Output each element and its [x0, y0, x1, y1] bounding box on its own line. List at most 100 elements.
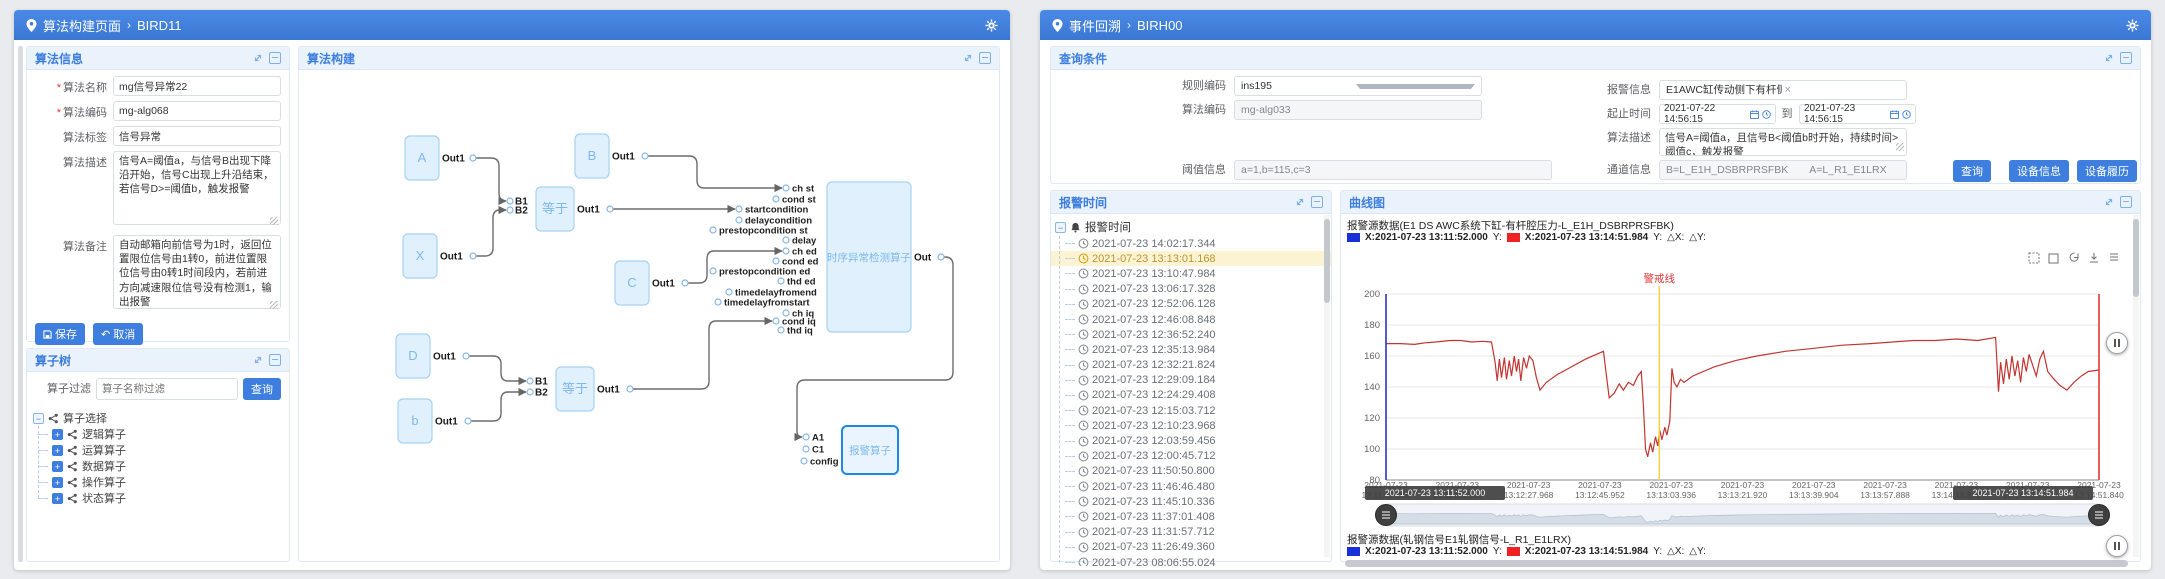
- line-chart[interactable]: 200180160140120100802021-07-2313:11:52.0…: [1341, 248, 2136, 530]
- horizontal-scrollbar[interactable]: [1345, 560, 2128, 567]
- input-port[interactable]: [715, 299, 721, 305]
- alarm-time-item[interactable]: 2021-07-23 14:02:17.344: [1051, 236, 1331, 251]
- tree-expand-box[interactable]: +: [52, 461, 63, 472]
- alarm-time-item[interactable]: 2021-07-23 12:35:13.984: [1051, 342, 1331, 357]
- flow-edge[interactable]: [468, 392, 526, 421]
- input-port[interactable]: [773, 258, 779, 264]
- end-time-input[interactable]: 2021-07-23 14:56:15: [1799, 104, 1916, 124]
- input-port[interactable]: [710, 227, 716, 233]
- input-port[interactable]: [736, 206, 742, 212]
- expand-icon[interactable]: [2104, 53, 2114, 63]
- algo-desc-textarea[interactable]: [1659, 128, 1907, 156]
- sidebar-item-运算算子[interactable]: +运算算子: [33, 442, 283, 458]
- tree-expand-box[interactable]: +: [52, 429, 63, 440]
- algorithm-flow-canvas[interactable]: AOut1BOut1XOut1COut1DOut1bOut1等于Out1B1B2…: [299, 70, 999, 562]
- output-port[interactable]: [682, 280, 688, 286]
- flow-edge[interactable]: [630, 321, 772, 389]
- input-port[interactable]: [783, 248, 789, 254]
- sidebar-item-数据算子[interactable]: +数据算子: [33, 458, 283, 474]
- chart-scrollbar[interactable]: [2133, 215, 2139, 557]
- alarm-scrollbar[interactable]: [1324, 215, 1330, 557]
- collapse-icon[interactable]: [1311, 196, 1323, 208]
- alarm-time-item[interactable]: 2021-07-23 12:46:08.848: [1051, 312, 1331, 327]
- sidebar-item-操作算子[interactable]: +操作算子: [33, 474, 283, 490]
- input-port[interactable]: [778, 278, 784, 284]
- alarm-time-item[interactable]: 2021-07-23 12:10:23.968: [1051, 418, 1331, 433]
- collapsed-sidebar-strip[interactable]: [18, 46, 23, 562]
- output-port[interactable]: [607, 206, 613, 212]
- output-port[interactable]: [463, 353, 469, 359]
- input-port[interactable]: [803, 434, 809, 440]
- tree-collapse-box[interactable]: −: [33, 413, 44, 424]
- tree-root-operator-select[interactable]: −算子选择: [33, 410, 283, 426]
- flow-edge[interactable]: [466, 356, 526, 381]
- input-port[interactable]: [507, 198, 513, 204]
- output-port[interactable]: [627, 386, 633, 392]
- input-port[interactable]: [773, 196, 779, 202]
- collapse-icon[interactable]: [2120, 196, 2132, 208]
- alarm-time-item[interactable]: 2021-07-23 12:15:03.712: [1051, 403, 1331, 418]
- gear-icon[interactable]: [985, 19, 998, 32]
- alarm-time-item[interactable]: 2021-07-23 13:10:47.984: [1051, 266, 1331, 281]
- operator-filter-input[interactable]: [96, 378, 238, 400]
- output-port[interactable]: [938, 254, 944, 260]
- alarm-time-item[interactable]: 2021-07-23 13:13:01.168: [1051, 251, 1331, 266]
- alarm-info-field[interactable]: E1AWC缸传动侧下有杆侧压力反馈小于幅值115bar，持续时间大于3( ×: [1659, 80, 1907, 100]
- tree-expand-box[interactable]: +: [52, 493, 63, 504]
- alarm-time-item[interactable]: 2021-07-23 11:31:57.712: [1051, 525, 1331, 540]
- calendar-icon[interactable]: [1890, 110, 1899, 119]
- query-button[interactable]: 查询: [1953, 160, 1991, 182]
- operator-search-button[interactable]: 查询: [243, 378, 281, 400]
- save-button[interactable]: 保存: [35, 323, 85, 345]
- input-port[interactable]: [507, 207, 513, 213]
- alarm-time-item[interactable]: 2021-07-23 12:00:45.712: [1051, 449, 1331, 464]
- start-time-input[interactable]: 2021-07-22 14:56:15: [1659, 104, 1776, 124]
- expand-icon[interactable]: [1295, 197, 1305, 207]
- device-history-button[interactable]: 设备履历: [2077, 160, 2137, 182]
- expand-icon[interactable]: [2104, 197, 2114, 207]
- clock-icon[interactable]: [1762, 110, 1771, 119]
- alarm-time-item[interactable]: 2021-07-23 12:32:21.824: [1051, 358, 1331, 373]
- pause-button[interactable]: [2106, 332, 2128, 354]
- alarm-time-item[interactable]: 2021-07-23 12:24:29.408: [1051, 388, 1331, 403]
- alarm-tree-root[interactable]: −报警时间: [1051, 218, 1331, 236]
- pause-button[interactable]: [2106, 535, 2128, 557]
- alarm-time-item[interactable]: 2021-07-23 12:29:09.184: [1051, 373, 1331, 388]
- flow-edge[interactable]: [645, 156, 782, 188]
- input-port[interactable]: [710, 268, 716, 274]
- output-port[interactable]: [470, 155, 476, 161]
- expand-icon[interactable]: [253, 355, 263, 365]
- field-input-0[interactable]: [113, 76, 281, 96]
- flow-edge[interactable]: [473, 210, 506, 256]
- input-port[interactable]: [527, 389, 533, 395]
- input-port[interactable]: [726, 289, 732, 295]
- alarm-time-item[interactable]: 2021-07-23 11:45:10.336: [1051, 494, 1331, 509]
- tree-expand-box[interactable]: +: [52, 445, 63, 456]
- input-port[interactable]: [736, 217, 742, 223]
- rule-code-select[interactable]: ins195: [1234, 76, 1482, 96]
- sidebar-item-状态算子[interactable]: +状态算子: [33, 490, 283, 506]
- expand-icon[interactable]: [963, 53, 973, 63]
- collapse-icon[interactable]: [2120, 52, 2132, 64]
- datazoom-handle-right[interactable]: [2089, 505, 2110, 526]
- alarm-time-item[interactable]: 2021-07-23 11:50:50.800: [1051, 464, 1331, 479]
- clock-icon[interactable]: [1902, 110, 1911, 119]
- input-port[interactable]: [803, 446, 809, 452]
- gear-icon[interactable]: [2126, 19, 2139, 32]
- alarm-time-item[interactable]: 2021-07-23 12:52:06.128: [1051, 297, 1331, 312]
- collapse-icon[interactable]: [269, 354, 281, 366]
- clear-icon[interactable]: ×: [1785, 81, 1901, 99]
- output-port[interactable]: [465, 418, 471, 424]
- chart-toolbox[interactable]: [2029, 253, 2118, 263]
- input-port[interactable]: [783, 237, 789, 243]
- alarm-time-item[interactable]: 2021-07-23 13:06:17.328: [1051, 282, 1331, 297]
- field-input-2[interactable]: [113, 126, 281, 146]
- input-port[interactable]: [778, 327, 784, 333]
- input-port[interactable]: [783, 185, 789, 191]
- input-port[interactable]: [801, 458, 807, 464]
- collapse-icon[interactable]: [979, 52, 991, 64]
- input-port[interactable]: [773, 318, 779, 324]
- output-port[interactable]: [470, 253, 476, 259]
- expand-icon[interactable]: [253, 53, 263, 63]
- tree-expand-box[interactable]: +: [52, 477, 63, 488]
